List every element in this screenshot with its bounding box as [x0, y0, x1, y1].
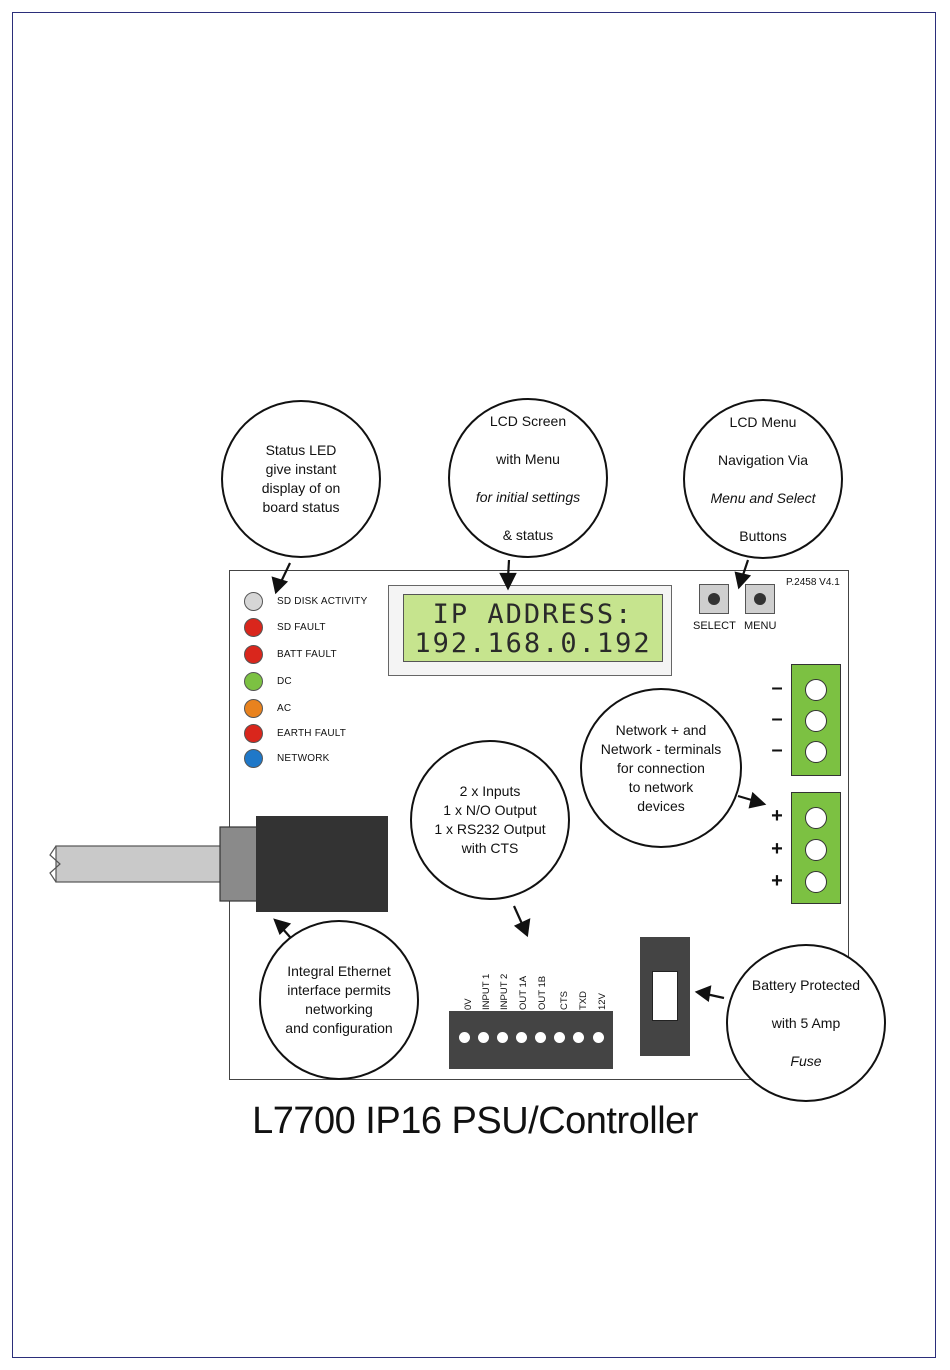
led-label: SD DISK ACTIVITY [277, 595, 368, 607]
header-pin[interactable] [573, 1032, 584, 1043]
arrow-status-led [271, 562, 291, 595]
header-pin[interactable] [478, 1032, 489, 1043]
callout-network-terminals: Network + and Network - terminals for co… [580, 688, 742, 848]
led-indicator [244, 723, 263, 743]
lcd-line-2: 192.168.0.192 [414, 628, 652, 659]
led-label: AC [277, 702, 292, 714]
terminal-screw[interactable] [805, 871, 827, 893]
lcd-line-1: IP ADDRESS: [432, 599, 634, 630]
select-button-label: SELECT [693, 620, 736, 632]
led-row-ac: AC [244, 698, 291, 718]
terminal-screw[interactable] [805, 710, 827, 732]
minus-sign: – [771, 677, 783, 699]
button-dot-icon [708, 593, 720, 605]
callout-lcd-screen: LCD Screen with Menu for initial setting… [448, 398, 608, 558]
terminal-screw[interactable] [805, 679, 827, 701]
network-minus-terminal-block [791, 664, 841, 776]
led-row-network: NETWORK [244, 748, 330, 768]
menu-button-label: MENU [744, 620, 777, 632]
io-header-connector [449, 1011, 613, 1069]
led-label: BATT FAULT [277, 648, 337, 660]
plus-sign: + [771, 805, 783, 827]
plus-sign: + [771, 870, 783, 892]
led-indicator [244, 591, 263, 611]
led-indicator [244, 644, 263, 664]
led-label: EARTH FAULT [277, 727, 347, 739]
ethernet-jack-housing [256, 816, 388, 912]
led-row-batt-fault: BATT FAULT [244, 644, 337, 664]
callout-io: 2 x Inputs 1 x N/O Output 1 x RS232 Outp… [410, 740, 570, 900]
header-pin[interactable] [497, 1032, 508, 1043]
header-pin[interactable] [554, 1032, 565, 1043]
header-pin[interactable] [516, 1032, 527, 1043]
fuse[interactable] [652, 971, 678, 1021]
header-pin[interactable] [459, 1032, 470, 1043]
plus-sign: + [771, 838, 783, 860]
callout-status-led: Status LED give instant display of on bo… [221, 400, 381, 558]
diagram-title: L7700 IP16 PSU/Controller [252, 1100, 698, 1142]
callout-lcd-menu: LCD Menu Navigation Via Menu and Select … [683, 399, 843, 559]
header-pin[interactable] [535, 1032, 546, 1043]
led-indicator [244, 748, 263, 768]
arrow-lcd-menu [734, 559, 752, 590]
arrow-fuse [694, 985, 725, 1002]
led-label: SD FAULT [277, 621, 326, 633]
led-row-sd-disk-activity: SD DISK ACTIVITY [244, 591, 367, 611]
led-label: DC [277, 675, 292, 687]
led-row-earth-fault: EARTH FAULT [244, 723, 346, 743]
arrow-lcd-screen [499, 559, 517, 591]
callout-fuse: Battery Protected with 5 Amp Fuse [726, 944, 886, 1102]
network-plus-terminal-block [791, 792, 841, 904]
terminal-screw[interactable] [805, 741, 827, 763]
led-row-dc: DC [244, 671, 292, 691]
fuse-holder [640, 937, 690, 1056]
cable-break [49, 845, 61, 883]
led-indicator [244, 698, 263, 718]
connector-boot [219, 826, 261, 902]
lcd-screen: IP ADDRESS: 192.168.0.192 [403, 594, 663, 662]
led-indicator [244, 617, 263, 637]
header-pin[interactable] [593, 1032, 604, 1043]
arrow-network-terminals [737, 791, 767, 809]
menu-button[interactable] [745, 584, 775, 614]
page-frame [12, 12, 936, 1358]
callout-ethernet: Integral Ethernet interface permits netw… [259, 920, 419, 1080]
minus-sign: – [771, 708, 783, 730]
part-code: P.2458 V4.1 [786, 577, 840, 588]
led-indicator [244, 671, 263, 691]
button-dot-icon [754, 593, 766, 605]
terminal-screw[interactable] [805, 807, 827, 829]
minus-sign: – [771, 739, 783, 761]
led-row-sd-fault: SD FAULT [244, 617, 326, 637]
led-label: NETWORK [277, 752, 330, 764]
select-button[interactable] [699, 584, 729, 614]
ethernet-cable [55, 845, 225, 883]
arrow-io [512, 905, 531, 938]
terminal-screw[interactable] [805, 839, 827, 861]
